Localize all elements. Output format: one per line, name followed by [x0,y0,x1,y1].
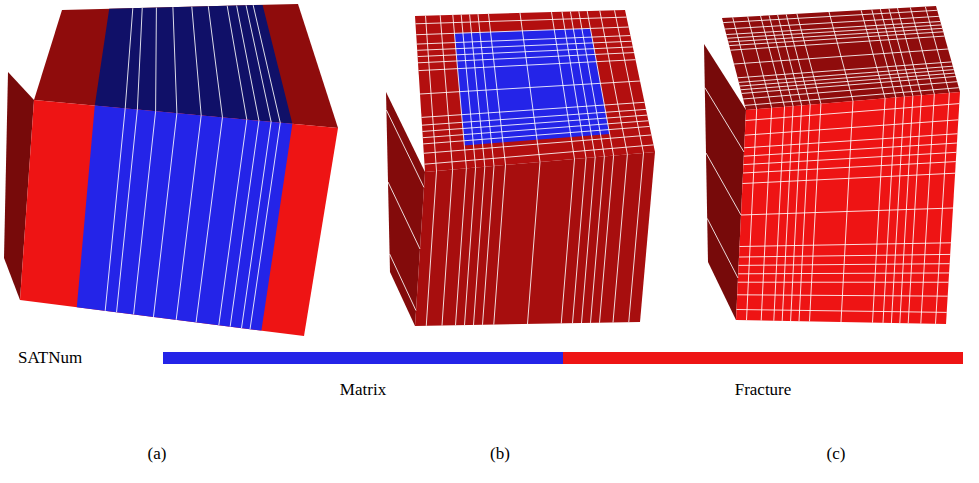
grid-line [900,96,913,323]
grid-line [423,126,649,143]
grid-line [483,166,495,325]
grid-line [582,157,596,323]
face-region [722,6,960,110]
grid-line [552,12,575,159]
grid-line [883,97,896,322]
grid-line [219,120,247,326]
grid-line [740,243,951,247]
panel-label: (c) [827,444,846,464]
grid-line [745,88,959,106]
grid-line [426,171,436,326]
grid-line [737,295,947,296]
face-region [77,106,293,331]
grid-line [891,97,904,323]
face-region [415,10,655,172]
grid-line [424,135,652,153]
grid-line [925,7,949,93]
face-region [415,152,655,326]
face-region [736,92,960,324]
legend-text: Matrix [340,380,386,400]
grid-line [739,264,950,266]
grid-line [600,11,628,155]
grid-line [237,6,259,121]
grid-line [861,10,885,98]
grid-line [739,66,953,82]
grid-line [737,310,947,313]
grid-line [738,282,949,283]
grid-line [591,156,605,322]
grid-line [173,7,177,113]
face-region [20,100,338,336]
grid-line [474,167,485,325]
legend-text: Fracture [735,380,792,400]
grid-line [117,110,138,313]
grid-line [253,5,280,123]
grid-line [705,88,744,152]
grid-line [176,115,201,319]
grid-line [388,182,420,249]
legend-title: SATNum [18,348,82,368]
grid-line [897,8,921,95]
grid-line [910,7,934,94]
grid-line [105,108,125,310]
grid-line [442,170,453,326]
grid-line [456,168,467,325]
grid-line [246,5,271,122]
legend-swatch [563,352,963,364]
grid-line [227,6,247,120]
grid-line [134,111,156,314]
grid-line [936,93,950,324]
grid-line [873,98,886,322]
grid-line [386,110,424,187]
grid-line [738,272,949,274]
grid-line [208,6,222,117]
grid-line [706,153,741,215]
grid-line [615,10,644,153]
legend-swatch [163,352,563,364]
grid-line [740,70,954,86]
grid-line [561,159,574,323]
grid-line [528,162,541,324]
grid-line [739,254,950,257]
grid-line [707,218,738,278]
grid-line [155,8,157,112]
grid-line [494,165,506,325]
grid-line [629,153,644,322]
panel-label: (b) [490,444,510,464]
grid-line [420,81,640,94]
grid-line [908,95,921,323]
grid-line [741,208,953,215]
grid-line [613,154,627,322]
grid-line [196,117,222,322]
grid-line [422,102,645,117]
grid-line [250,123,280,329]
grid-line [600,156,614,323]
grid-line [587,11,613,156]
grid-line [465,168,476,326]
grid-line [734,49,948,64]
grid-line [425,145,654,164]
grid-line [390,254,416,311]
panel-label: (a) [148,444,167,464]
grid-line [137,8,142,110]
grid-line [192,7,201,116]
grid-line [125,8,133,108]
grid-line [153,113,176,317]
grid-line [741,73,955,90]
grid-line [242,122,272,328]
grid-line [921,94,935,323]
face-region [95,5,293,124]
